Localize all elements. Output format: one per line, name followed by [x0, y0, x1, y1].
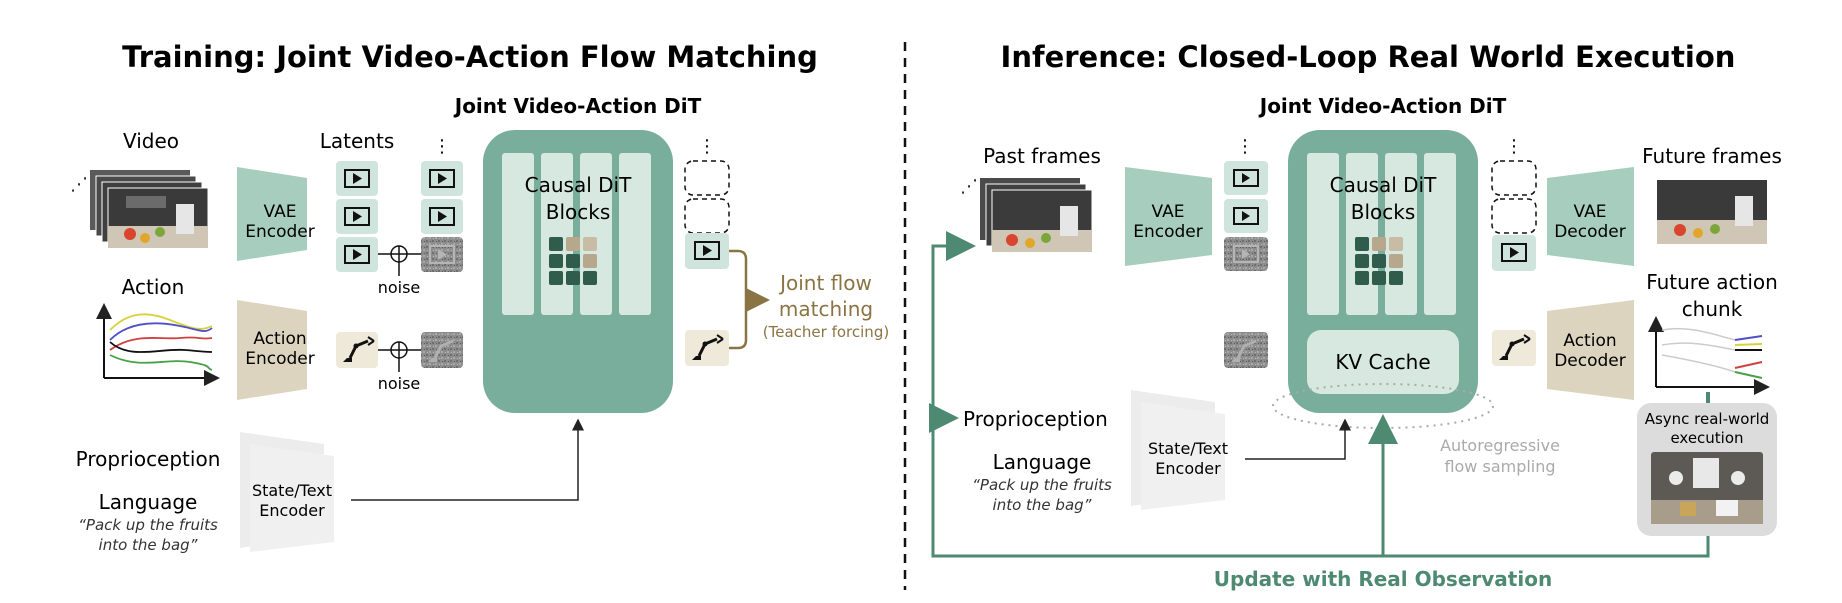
training-dit-title: Joint Video-Action DiT: [453, 94, 702, 118]
action-decoder: Action Decoder: [1547, 300, 1634, 400]
latents-label: Latents: [320, 129, 394, 153]
noise-label: noise: [378, 278, 421, 297]
action-label: Action: [122, 275, 185, 299]
language-prompt: “Pack up the fruits: [972, 476, 1112, 494]
latent-token: [336, 237, 378, 272]
state-text-encoder-infer: State/Text Encoder: [1131, 390, 1228, 510]
update-loop-path: [931, 231, 1710, 558]
latent-token: [1224, 161, 1268, 195]
svg-text:VAE: VAE: [264, 202, 297, 222]
noise-add-icon: [378, 341, 421, 372]
svg-text:Causal DiT: Causal DiT: [525, 173, 632, 197]
action-plot: [96, 303, 220, 386]
past-frames-label: Past frames: [983, 144, 1101, 168]
teacher-forcing-label: (Teacher forcing): [763, 323, 889, 341]
dit-block-train: Causal DiT Blocks: [483, 130, 673, 413]
ellipsis-icon: ⋮: [1236, 136, 1254, 157]
svg-text:Async real-world: Async real-world: [1645, 410, 1770, 428]
noise-label: noise: [378, 374, 421, 393]
attention-mask-grid: [549, 237, 597, 285]
latent-token: [336, 161, 378, 196]
svg-text:VAE: VAE: [1152, 202, 1185, 222]
kv-cache-box: [1307, 330, 1459, 394]
svg-text:VAE: VAE: [1574, 202, 1607, 222]
svg-text:Causal DiT: Causal DiT: [1330, 173, 1437, 197]
joint-flow-bracket: [729, 249, 770, 350]
language-prompt: into the bag”: [993, 496, 1092, 514]
predicted-action-token: [1492, 330, 1536, 366]
svg-text:State/Text: State/Text: [1148, 439, 1228, 458]
training-title: Training: Joint Video-Action Flow Matchi…: [122, 40, 818, 74]
language-label: Language: [993, 450, 1092, 474]
proprioception-label: Proprioception: [76, 447, 221, 471]
attention-mask-grid: [1355, 237, 1403, 285]
svg-text:execution: execution: [1670, 429, 1743, 447]
svg-text:Action: Action: [253, 329, 306, 349]
svg-text:Encoder: Encoder: [1155, 459, 1221, 478]
async-exec-panel: Async real-world execution: [1637, 403, 1777, 536]
language-label: Language: [99, 490, 198, 514]
proprioception-label: Proprioception: [963, 407, 1108, 431]
predicted-video-token: [1492, 235, 1536, 271]
kv-cache-label: KV Cache: [1335, 350, 1430, 374]
svg-text:Action: Action: [1563, 331, 1616, 351]
masked-future-token: [684, 160, 730, 196]
masked-future-token: [1491, 160, 1537, 196]
dit-block-infer: Causal DiT Blocks KV Cache: [1288, 130, 1478, 413]
update-label: Update with Real Observation: [1214, 567, 1552, 591]
svg-text:⋰: ⋰: [70, 174, 88, 195]
masked-future-token: [684, 198, 730, 234]
state-text-encoder-train: State/Text Encoder: [240, 432, 334, 552]
future-action-label: chunk: [1682, 297, 1743, 321]
autoregressive-label: flow sampling: [1444, 457, 1555, 476]
ellipsis-icon: ⋮: [698, 136, 716, 157]
state-to-dit-arrow: [351, 418, 584, 501]
past-frames-stack: ⋰: [960, 176, 1093, 253]
inference-title: Inference: Closed-Loop Real World Execut…: [1001, 40, 1736, 74]
noisy-latent-token: [421, 237, 463, 272]
video-frames-stack: ⋰: [70, 170, 209, 249]
future-frame-image: [1657, 180, 1767, 244]
future-action-label: Future action: [1646, 270, 1778, 294]
svg-text:⋰: ⋰: [960, 176, 978, 197]
noise-add-icon: [378, 245, 421, 276]
svg-text:Blocks: Blocks: [1351, 200, 1416, 224]
future-action-plot: [1648, 316, 1770, 395]
noisy-action-token: [1224, 332, 1268, 368]
vae-decoder: VAE Decoder: [1547, 167, 1634, 266]
svg-text:Encoder: Encoder: [245, 222, 315, 242]
masked-future-token: [1491, 198, 1537, 234]
robot-arm-icon: [336, 332, 378, 368]
latent-token: [421, 161, 463, 196]
noisy-latent-token: [1224, 237, 1268, 271]
latent-token: [421, 199, 463, 234]
joint-flow-label: Joint flow: [778, 271, 872, 295]
future-frames-label: Future frames: [1642, 144, 1782, 168]
vae-encoder-infer: VAE Encoder: [1125, 167, 1212, 266]
svg-text:Encoder: Encoder: [1133, 222, 1203, 242]
action-encoder-train: Action Encoder: [237, 300, 315, 400]
ellipsis-icon: ⋮: [1505, 136, 1523, 157]
noisy-action-token: [421, 332, 463, 368]
autoregressive-loop: [1272, 383, 1494, 429]
predicted-action-token: [685, 330, 729, 366]
predicted-video-token: [685, 233, 729, 269]
inference-dit-title: Joint Video-Action DiT: [1258, 94, 1507, 118]
joint-flow-label: matching: [779, 297, 873, 321]
svg-text:State/Text: State/Text: [252, 481, 332, 500]
language-prompt: “Pack up the fruits: [78, 516, 218, 534]
video-label: Video: [123, 129, 179, 153]
svg-text:Decoder: Decoder: [1554, 351, 1626, 371]
latent-token: [1224, 199, 1268, 233]
vae-encoder-train: VAE Encoder: [237, 167, 315, 261]
language-prompt: into the bag”: [99, 536, 198, 554]
autoregressive-label: Autoregressive: [1440, 436, 1560, 455]
svg-text:Blocks: Blocks: [546, 200, 611, 224]
svg-text:Encoder: Encoder: [259, 501, 325, 520]
svg-text:Decoder: Decoder: [1554, 222, 1626, 242]
state-to-kv-arrow: [1245, 418, 1351, 460]
ellipsis-icon: ⋮: [433, 136, 451, 157]
svg-text:Encoder: Encoder: [245, 349, 315, 369]
latent-token: [336, 199, 378, 234]
